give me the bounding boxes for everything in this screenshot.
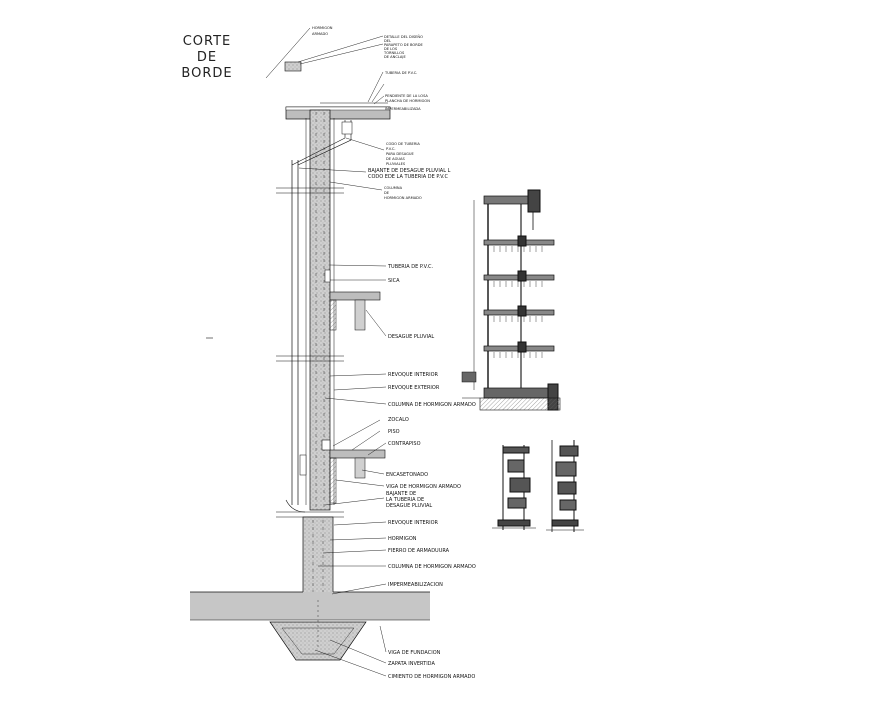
label-columna-1: COLUMNA DE HORMIGON ARMADO [388, 402, 476, 408]
small-detail-1 [492, 445, 536, 530]
label-bajante-desague: BAJANTE DE DESAGUE PLUVIAL L [368, 168, 451, 174]
label-bajante-2: LA TUBERIA DE [386, 497, 424, 503]
label-desague: DESAGUE PLUVIAL [388, 334, 434, 340]
label-de: DE [384, 191, 390, 195]
label-piso: PISO [388, 429, 400, 435]
label-armado: ARMADO [312, 32, 328, 36]
label-tuberia-pvc-top: TUBERIA DE P.V.C. [384, 71, 417, 75]
title-line-1: CORTE [182, 34, 232, 49]
label-hormigon: HORMIGON [388, 536, 417, 542]
label-pvc: P.V.C. [386, 147, 396, 151]
label-sica: SICA [388, 278, 400, 284]
ground-slab [190, 591, 430, 621]
label-encasetonado: ENCASETONADO [386, 472, 428, 478]
drawing-title: CORTE DE BORDE [176, 34, 238, 82]
label-columna-2: COLUMNA DE HORMIGON ARMADO [388, 564, 476, 570]
lower-column [302, 516, 334, 598]
mid-slab [324, 269, 381, 331]
label-contrapiso: CONTRAPISO [388, 441, 421, 447]
label-codo-tuberia: CODO EDE LA TUBERIA DE P.V.C [368, 174, 449, 180]
label-viga: VIGA DE HORMIGON ARMADO [386, 484, 461, 490]
label-tuberia: TUBERIA DE P.V.C. [387, 264, 434, 270]
label-bajante-1: BAJANTE DE [386, 491, 416, 497]
main-column [305, 109, 335, 511]
lower-callouts: TUBERIA DE P.V.C. SICA DESAGUE PLUVIAL R… [386, 264, 476, 680]
label-para-desague: PARA DESAGUE [386, 152, 415, 156]
label-pluviales: PLUVIALES [386, 162, 406, 166]
label-zocalo: ZOCALO [388, 417, 409, 423]
downpipe [285, 120, 353, 513]
label-detalle: DETALLE DEL DISEÑO [384, 34, 423, 39]
floor-slab [299, 439, 386, 504]
label-de-los: DE LOS [384, 47, 398, 51]
label-pendiente: PENDIENTE DE LA LOSA [385, 94, 428, 98]
label-columna: COLUMNA [384, 186, 403, 190]
label-zapata: ZAPATA INVERTIDA [388, 661, 435, 667]
label-de-aguas: DE AGUAS [386, 157, 405, 161]
label-plancha: PLANCHA DE HORMIGON [385, 99, 430, 103]
label-parapeto: PARAPETO DE BORDE [384, 43, 423, 47]
label-cimiento: CIMIENTO DE HORMIGON ARMADO [388, 674, 475, 680]
label-revoque-interior-1: REVOQUE INTERIOR [388, 372, 439, 378]
top-callouts: HORMIGON ARMADO DETALLE DEL DISEÑO DEL P… [312, 26, 430, 111]
parapet-detail-symbol [265, 27, 311, 79]
elevation-detail [461, 189, 561, 411]
label-bajante-3: DESAGUE PLUVIAL [386, 503, 432, 509]
label-revoque-interior-2: REVOQUE INTERIOR [388, 520, 439, 526]
title-line-2: DE [196, 50, 218, 65]
label-revoque-exterior: REVOQUE EXTERIOR [388, 385, 440, 391]
footing [269, 600, 367, 661]
label-impermeabilizacion: IMPERMEABILIZACION [388, 582, 443, 588]
label-fierro: FIERRO DE ARMADUURA [388, 548, 450, 554]
label-hormigon: HORMIGON [312, 26, 333, 30]
mid-callouts: CODO DE TUBERIA P.V.C. PARA DESAGUE DE A… [368, 142, 451, 200]
label-del: DEL [384, 39, 391, 43]
label-hormigon-armado-mid: HORMIGON ARMADO [384, 196, 422, 200]
label-impermeabilizada: IMPERMEABILIZADA [385, 107, 421, 111]
label-codo: CODO DE TUBERIA [386, 142, 420, 146]
label-anclaje: DE ANCLAJE [384, 55, 406, 59]
label-viga-fundacion: VIGA DE FUNDACION [388, 650, 441, 656]
roof-slab [285, 102, 391, 120]
label-tornillos: TORNILLOS [383, 51, 405, 55]
small-detail-2 [546, 440, 584, 532]
leader-lines [297, 35, 387, 677]
title-line-3: BORDE [181, 66, 233, 81]
